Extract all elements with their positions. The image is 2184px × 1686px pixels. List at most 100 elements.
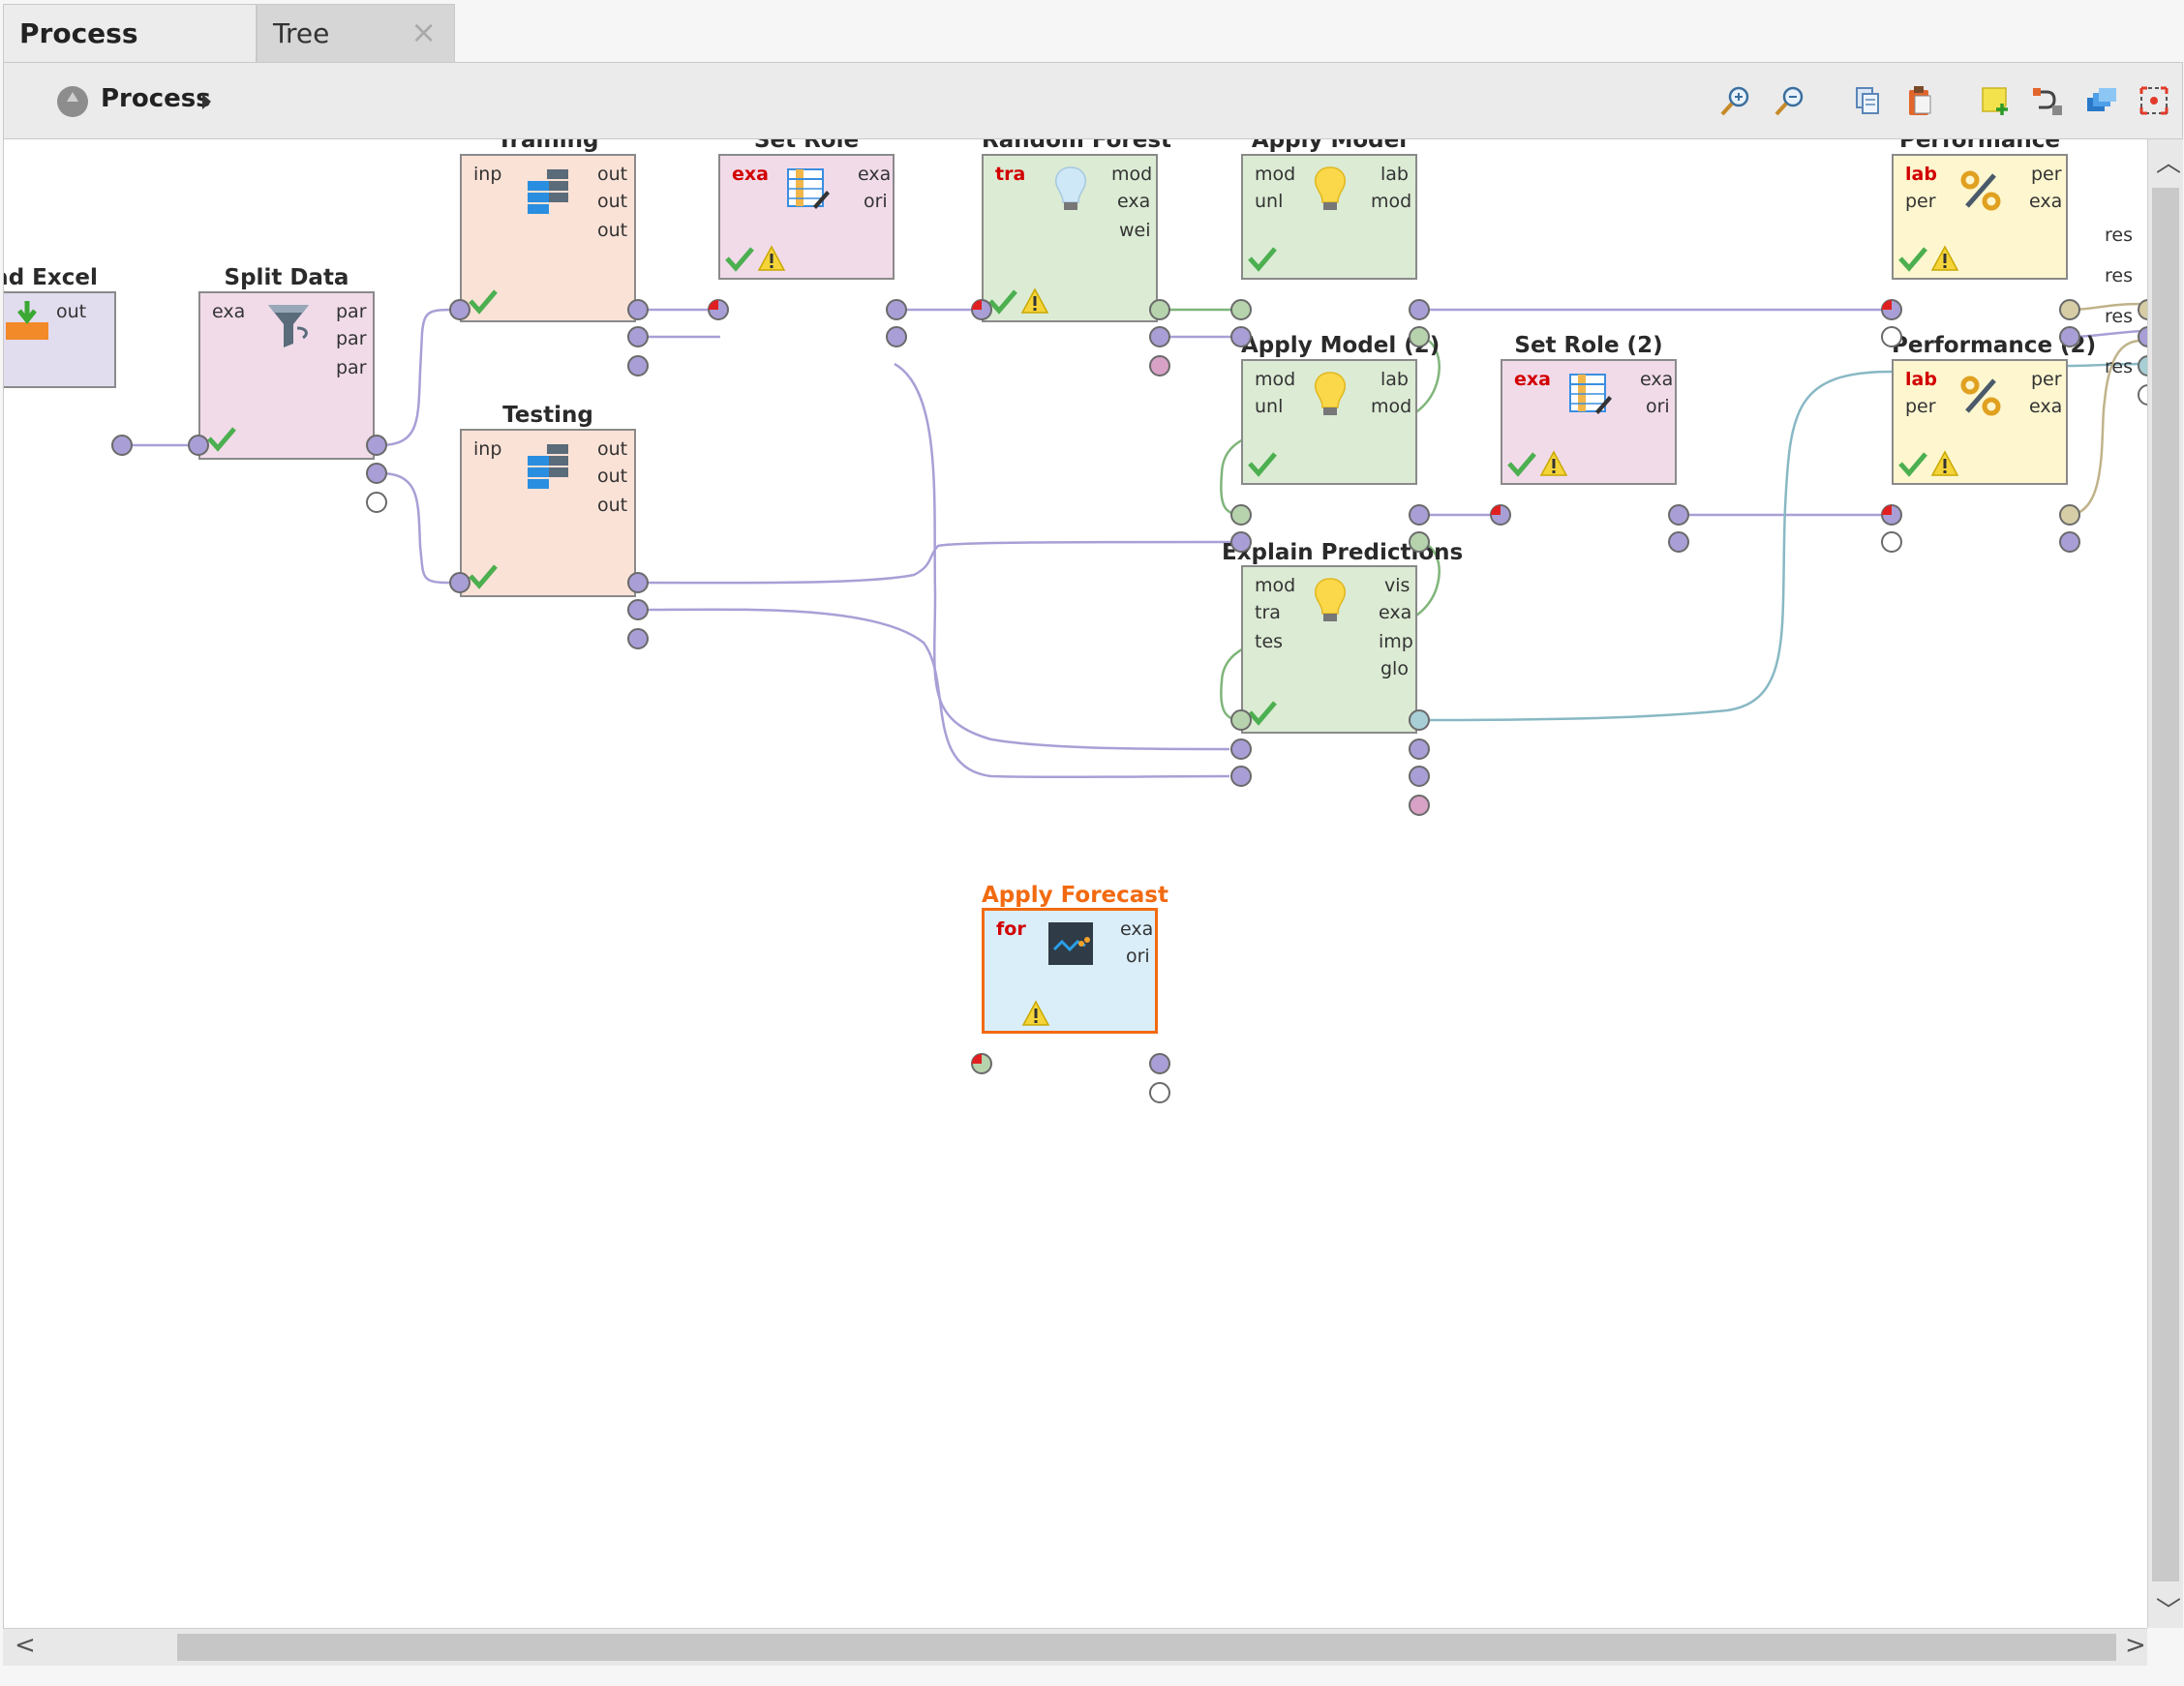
warning-icon [1930, 245, 1959, 271]
result-port-label: res [2105, 265, 2133, 286]
port-label: lab [1380, 369, 1409, 390]
warning-icon [1539, 450, 1568, 476]
wire-testing-explain[interactable] [635, 608, 1230, 779]
tab-tree[interactable]: Tree× [257, 4, 455, 62]
fit-view-icon[interactable] [2138, 84, 2170, 117]
port-label: out [597, 191, 628, 212]
layers-icon[interactable] [2085, 84, 2118, 117]
operator-title: ad Excel [3, 265, 98, 290]
zoom-out-icon[interactable] [1774, 84, 1806, 117]
tab-process[interactable]: Process [3, 4, 257, 62]
port-label: out [56, 301, 87, 322]
scroll-down-icon[interactable]: ﹀ [2156, 1597, 2182, 1626]
port-label: par [336, 328, 367, 349]
operator-title: Testing [502, 403, 593, 428]
multiply-icon [528, 169, 568, 214]
check-icon [1248, 247, 1277, 272]
warning-icon [757, 245, 786, 271]
port-label: exa [1117, 191, 1151, 212]
operator-random-forest[interactable]: tra mod exa wei [982, 154, 1158, 322]
operator-apply-model[interactable]: mod unl lab mod [1241, 154, 1417, 280]
port-label: exa [212, 301, 246, 322]
scroll-up-icon[interactable]: ︿ [2156, 149, 2182, 178]
operator-set-role[interactable]: exa exa ori [718, 154, 895, 280]
operator-performance[interactable]: lab per per exa [1892, 154, 2068, 280]
wire-explain-performance[interactable] [1416, 370, 1893, 722]
breadcrumb-arrow-icon[interactable] [202, 94, 211, 109]
port-label: lab [1380, 164, 1409, 185]
operator-training[interactable]: inp out out out [460, 154, 636, 322]
copy-icon[interactable] [1851, 84, 1884, 117]
port-label: per [1905, 396, 1936, 417]
operator-testing[interactable]: inp out out out [460, 429, 636, 597]
port-label: inp [473, 438, 502, 460]
port-label: ori [864, 191, 888, 212]
port-label: exa [2029, 396, 2063, 417]
operator-title: Training [497, 139, 599, 153]
operator-title: Apply Forecast [982, 883, 1168, 908]
operator-performance-2[interactable]: lab per per exa [1892, 359, 2068, 485]
up-level-icon[interactable] [57, 86, 88, 117]
port-label: exa [1120, 918, 1154, 940]
check-icon [1507, 452, 1536, 477]
breadcrumb[interactable]: Process [101, 84, 211, 113]
operator-apply-model-2[interactable]: mod unl lab mod [1241, 359, 1417, 485]
process-canvas[interactable]: ad Excel out Split Data exa par par par … [3, 139, 2148, 1628]
horizontal-scroll-thumb[interactable] [177, 1634, 2116, 1661]
port-label: lab [1905, 369, 1937, 390]
close-icon[interactable]: × [410, 14, 437, 50]
port-label: mod [1255, 164, 1296, 185]
wire-testing-applymodel2[interactable] [635, 540, 1238, 585]
set-role-icon [787, 168, 830, 209]
port-label: tra [995, 164, 1026, 185]
tab-process-label: Process [19, 17, 138, 49]
port-label: exa [732, 164, 769, 185]
port-label: exa [1640, 369, 1674, 390]
operator-title: Split Data [224, 265, 349, 290]
port-label: exa [858, 164, 892, 185]
port-label: per [2031, 164, 2062, 185]
operator-read-excel[interactable]: out [4, 291, 116, 388]
wire-performance2-res[interactable] [2067, 339, 2142, 517]
set-role-icon [1569, 374, 1612, 414]
horizontal-scrollbar[interactable]: < > [3, 1628, 2147, 1666]
port-label: unl [1255, 396, 1284, 417]
operator-apply-forecast[interactable]: for exa ori [982, 908, 1158, 1034]
wire-performance-res3[interactable] [2067, 362, 2142, 368]
check-icon [1248, 452, 1277, 477]
paste-icon[interactable] [1903, 84, 1936, 117]
scroll-left-icon[interactable]: < [15, 1631, 36, 1660]
port-label: exa [1514, 369, 1551, 390]
operator-explain-predictions[interactable]: mod tra tes vis exa imp glo [1241, 565, 1417, 734]
port-label: par [336, 357, 367, 378]
port-label: tes [1255, 631, 1284, 652]
read-excel-icon [6, 301, 48, 340]
check-icon [1248, 701, 1277, 726]
port-label: wei [1119, 220, 1151, 241]
percent-icon [1960, 376, 2001, 416]
check-icon [469, 564, 498, 589]
scroll-right-icon[interactable]: > [2125, 1631, 2146, 1660]
port-label: par [336, 301, 367, 322]
process-toolbar: Process [3, 62, 2183, 139]
port-label: out [597, 466, 628, 487]
port-label: mod [1371, 191, 1412, 212]
operator-split-data[interactable]: exa par par par [198, 291, 375, 460]
vertical-scrollbar[interactable]: ︿ ﹀ [2147, 139, 2183, 1628]
port-label: tra [1255, 602, 1281, 623]
port-label: vis [1384, 575, 1410, 596]
port-label: out [597, 438, 628, 460]
add-note-icon[interactable] [1979, 84, 2012, 117]
auto-wire-icon[interactable] [2031, 84, 2064, 117]
operator-set-role-2[interactable]: exa exa ori [1501, 359, 1677, 485]
multiply-icon [528, 444, 568, 489]
wire-setrole-explain[interactable] [894, 362, 1230, 751]
vertical-scroll-thumb[interactable] [2152, 188, 2179, 1581]
wire-split-training[interactable] [379, 308, 458, 447]
operator-title: Performance [1898, 139, 2061, 153]
wire-split-testing[interactable] [379, 471, 458, 585]
bulb-icon [1315, 578, 1346, 621]
port-label: mod [1371, 396, 1412, 417]
port-label: per [2031, 369, 2062, 390]
zoom-in-icon[interactable] [1719, 84, 1752, 117]
